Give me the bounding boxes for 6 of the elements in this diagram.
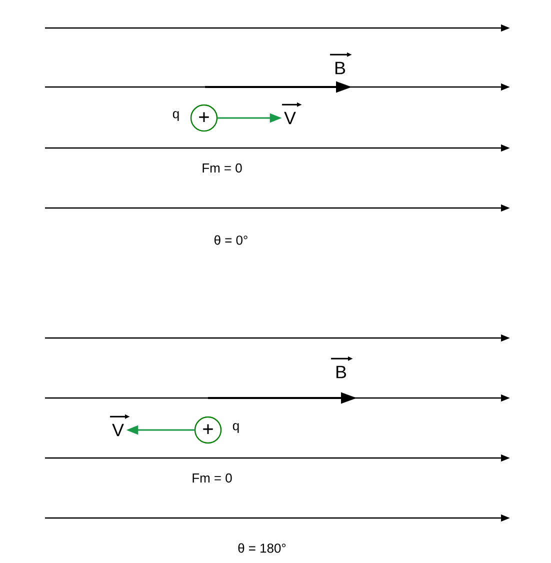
equation-label: θ = 180° (238, 543, 286, 553)
equation-label: Fm = 0 (192, 473, 232, 483)
charge-label: q (232, 423, 239, 433)
charge-label: q (172, 111, 179, 121)
equation-label: θ = 0° (214, 235, 248, 245)
equation-label: Fm = 0 (202, 163, 242, 173)
